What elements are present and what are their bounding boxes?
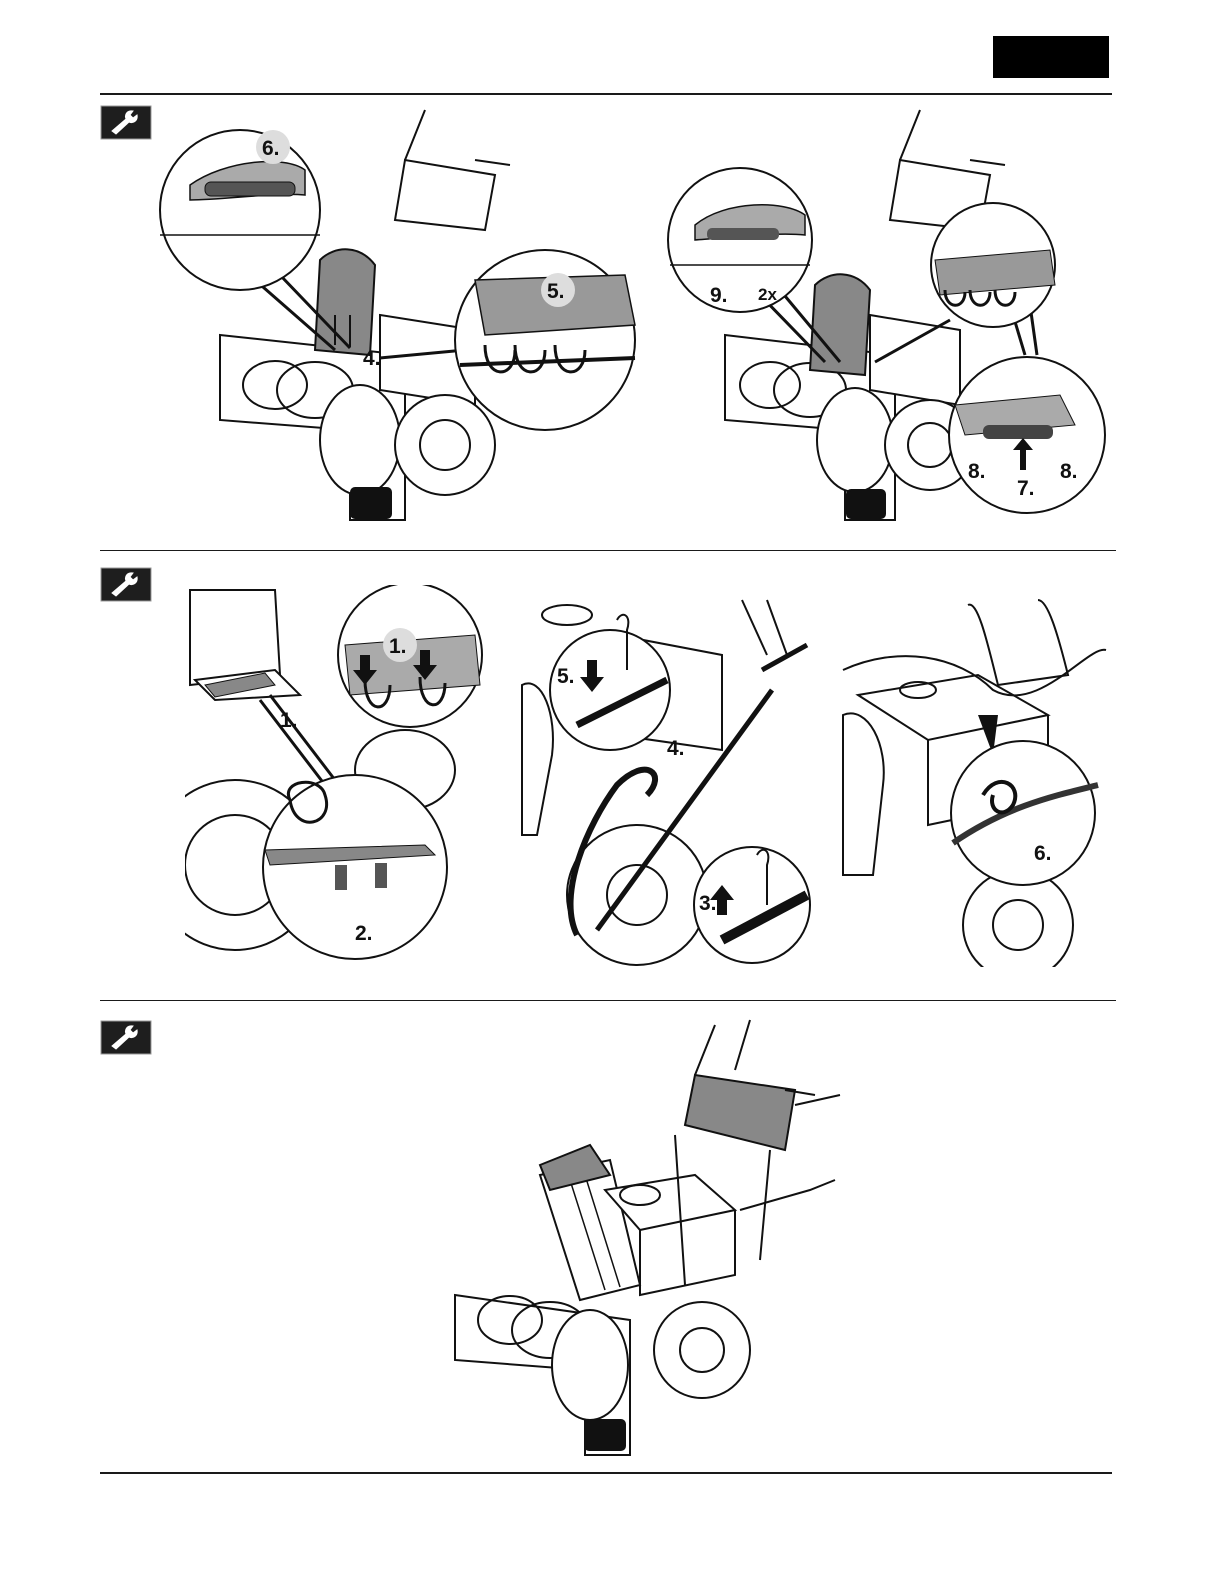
step-label: 5.	[557, 665, 575, 688]
illustration-cable-guide: 6.	[838, 595, 1108, 967]
step-label: 9.	[710, 284, 728, 307]
step-label: 8.	[968, 460, 986, 483]
step-label: 6.	[262, 137, 280, 160]
wrench-icon	[100, 567, 152, 602]
step-label: 6.	[1034, 842, 1052, 865]
step-label: 2x	[758, 285, 777, 304]
rule-section-1	[100, 550, 1116, 551]
step-label: 7.	[1017, 477, 1035, 500]
step-label: 1.	[280, 709, 298, 732]
step-label: 1.	[389, 635, 407, 658]
illustration-chute-install-right: 9. 2x 8. 7. 8.	[665, 100, 1115, 530]
header-black-tab	[993, 36, 1109, 78]
rule-bottom	[100, 1472, 1112, 1474]
step-label: 5.	[547, 280, 565, 303]
illustration-chute-install-left: 6. 5. 4.	[155, 100, 655, 530]
wrench-icon	[100, 105, 152, 140]
illustration-control-rod: 5. 4. 3.	[517, 595, 812, 967]
step-label: 4.	[667, 737, 685, 760]
step-label: 4.	[363, 347, 381, 370]
step-label: 8.	[1060, 460, 1078, 483]
illustration-bracket-mount: 1. 1. 2.	[185, 585, 490, 965]
illustration-assembled-snowblower	[440, 1015, 860, 1465]
wrench-icon	[100, 1020, 152, 1055]
rule-top	[100, 93, 1112, 95]
step-label: 2.	[355, 922, 373, 945]
rule-section-2	[100, 1000, 1116, 1001]
step-label: 3.	[699, 892, 717, 915]
